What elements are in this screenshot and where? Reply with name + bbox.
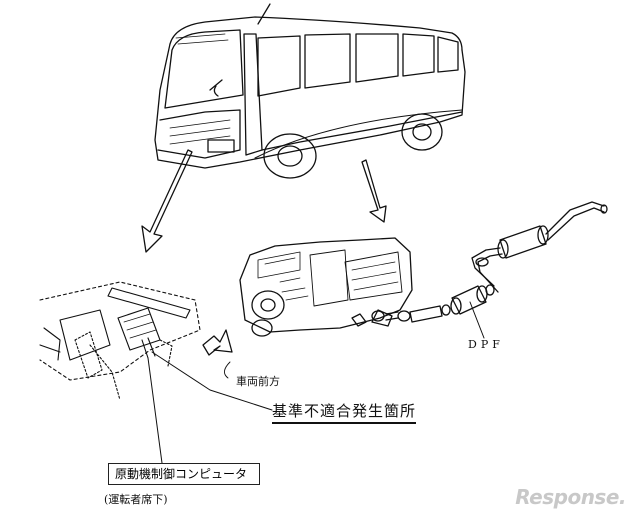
exhaust-front-pipe [409,305,443,323]
vehicle-forward-label: 車両前方 [236,375,280,388]
exhaust-gasket-3 [441,304,451,316]
ecu-fins [123,313,157,339]
bus-side-line [261,111,463,151]
bus-underbody [254,109,463,159]
arrow-to-cabin [141,149,193,253]
floor-crossmember [74,331,103,379]
bus-mirror [209,79,223,97]
exhaust-gasket-2 [397,310,411,322]
tail-pipe [545,201,605,235]
nonconformity-location-label: 基準不適合発生箇所 [272,400,417,424]
muffler-inlet [497,239,509,259]
bus-grille [169,119,231,145]
bus-window-5 [437,36,459,73]
exhaust-clamp [475,257,489,267]
engine-block [239,237,413,333]
tail-pipe-2 [547,207,605,241]
callout-arrows [141,149,387,356]
arrow-to-engine [361,159,387,223]
bus-windshield [164,29,244,109]
bus-body [154,43,466,169]
under-seat-label: (運転者席下) [104,493,168,506]
exhaust-system [351,201,608,339]
engine-manifold [309,249,349,307]
engine-details [279,277,309,301]
muffler [499,225,547,259]
engine-pulley-center [260,298,276,312]
dpf-inlet [450,297,462,315]
floor-outline-dashed [39,281,201,381]
floor-bracket [59,309,111,361]
dpf-label: DPF [468,338,504,351]
engine-pulley [251,290,285,320]
ecu-unit [117,307,161,351]
bus-door [243,33,263,156]
ecu-label-box: 原動機制御コンピュータ [108,463,260,485]
ecu-leader-line [147,357,163,464]
bus-destination-sign [175,33,229,45]
nonconformity-leader [151,351,273,411]
dpf-leader-line [469,301,485,339]
bus-antenna [257,3,271,25]
cabin-floor-illustration [39,281,273,464]
exhaust-gasket-1 [371,310,385,322]
seat-rail [107,287,191,319]
tail-pipe-end [600,204,608,214]
bus-window-2 [304,33,351,89]
dpf-gasket [485,284,495,296]
forward-leader [224,361,231,379]
bus-headlight [207,139,235,153]
transmission-case [344,251,403,301]
bus-front-hub [277,145,303,167]
bus-window-3 [355,33,399,83]
engine-illustration [239,237,413,337]
exhaust-joint [385,311,399,321]
floor-pipe-dashed [89,344,121,401]
ecu-label: 原動機制御コンピュータ [115,467,248,481]
bus-rear-hub [412,123,432,141]
bus-roof [169,16,463,51]
arrow-vehicle-forward [202,329,233,356]
bus-window-4 [402,33,435,77]
engine-pulley-lower [251,319,273,337]
response-logo: Response. [515,485,626,509]
dpf-canister [451,285,487,315]
exhaust-mid-pipe [471,247,501,287]
bus-front-panel [157,109,241,159]
exhaust-flange-1 [351,313,367,327]
muffler-outlet [537,225,549,245]
bus-front-wheel [263,133,317,179]
ecu-harness [159,339,173,367]
transmission-ribs [351,261,399,291]
engine-valve-cover [257,251,301,279]
exhaust-mid-pipe-2 [477,253,503,293]
bus-illustration [154,3,466,179]
floor-rib [39,327,61,361]
bus-window-1 [257,35,301,97]
